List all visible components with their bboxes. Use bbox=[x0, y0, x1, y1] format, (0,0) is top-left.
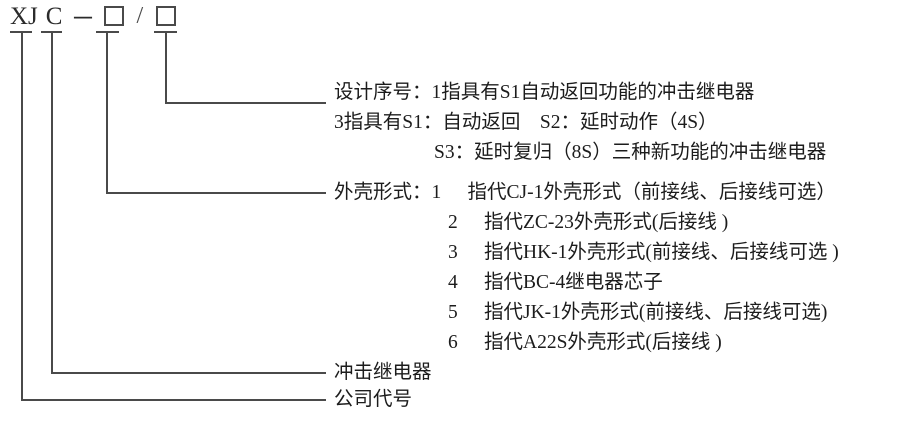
code-dash: － bbox=[70, 6, 96, 33]
code-prefix: XJ bbox=[10, 3, 38, 30]
housing-form-number: 1 bbox=[431, 182, 442, 203]
leader-relay-type-horizontal bbox=[51, 372, 326, 374]
housing-form-text: 指代HK-1外壳形式(前接线、后接线可选 ) bbox=[484, 242, 839, 263]
model-code-header: XJ C － / bbox=[10, 2, 177, 33]
housing-form-row-5: 5 指代JK-1外壳形式(前接线、后接线可选) bbox=[448, 298, 827, 328]
housing-form-number: 6 bbox=[448, 332, 458, 353]
company-code-label: 公司代号 bbox=[334, 389, 413, 410]
housing-form-number: 5 bbox=[448, 302, 458, 323]
housing-form-text: 指代ZC-23外壳形式(后接线 ) bbox=[484, 212, 729, 233]
housing-form-text: 指代A22S外壳形式(后接线 ) bbox=[484, 332, 722, 353]
housing-form-number: 2 bbox=[448, 212, 458, 233]
housing-form-label: 外壳形式： bbox=[334, 182, 432, 203]
housing-form-row-6: 6 指代A22S外壳形式(后接线 ) bbox=[448, 328, 722, 358]
design-number-line-2: 3指具有S1：自动返回 S2：延时动作（4S） bbox=[334, 112, 718, 133]
housing-form-number: 3 bbox=[448, 242, 458, 263]
leader-housing-form-horizontal bbox=[106, 192, 326, 194]
leader-relay-type-vertical bbox=[51, 32, 53, 374]
design-number-line-3: S3：延时复归（8S）三种新功能的冲击继电器 bbox=[434, 142, 827, 163]
housing-form-text: 指代CJ-1外壳形式（前接线、后接线可选） bbox=[467, 182, 836, 203]
code-slash: / bbox=[136, 2, 144, 29]
leader-company-code-horizontal bbox=[21, 399, 326, 401]
housing-form-row-4: 4 指代BC-4继电器芯子 bbox=[448, 268, 663, 298]
housing-form-number: 4 bbox=[448, 272, 458, 293]
code-box-housing-form bbox=[103, 6, 124, 26]
code-series: C bbox=[45, 3, 63, 30]
leader-design-number-vertical bbox=[165, 32, 167, 104]
housing-form-text: 指代BC-4继电器芯子 bbox=[484, 272, 663, 293]
leader-design-number-horizontal bbox=[165, 102, 326, 104]
leader-housing-form-vertical bbox=[106, 32, 108, 194]
housing-form-text: 指代JK-1外壳形式(前接线、后接线可选) bbox=[484, 302, 828, 323]
housing-form-row-1: 外壳形式： 1 指代CJ-1外壳形式（前接线、后接线可选） bbox=[334, 178, 836, 208]
leader-company-code-vertical bbox=[21, 32, 23, 401]
housing-form-row-3: 3 指代HK-1外壳形式(前接线、后接线可选 ) bbox=[448, 238, 839, 268]
housing-form-row-2: 2 指代ZC-23外壳形式(后接线 ) bbox=[448, 208, 728, 238]
code-box-design-number bbox=[156, 6, 177, 26]
design-number-line-1: 设计序号：1指具有S1自动返回功能的冲击继电器 bbox=[334, 82, 755, 103]
relay-type-label: 冲击继电器 bbox=[334, 362, 432, 383]
